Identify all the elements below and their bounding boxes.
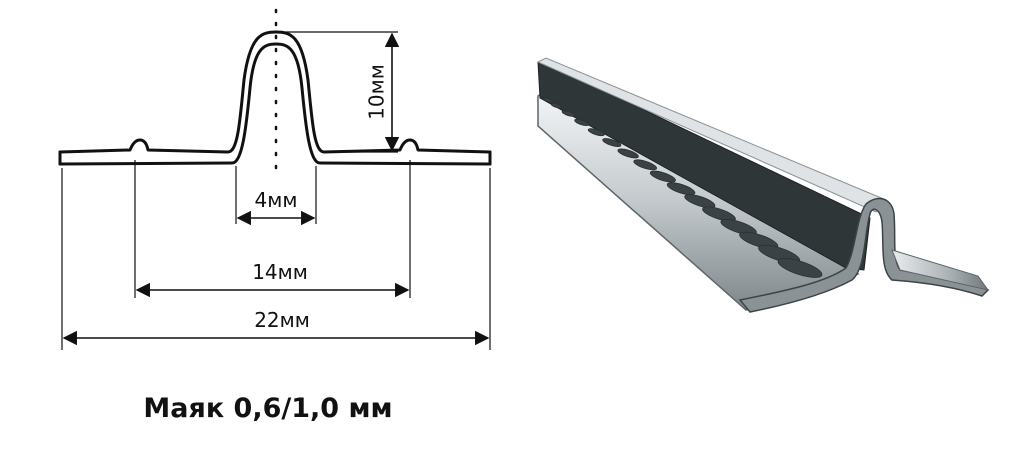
rib-spacing-label: 14мм [252, 260, 308, 284]
flange-slot [561, 110, 575, 117]
flange-slot [550, 102, 563, 109]
profile-outline-inner [58, 42, 492, 166]
product-3d-illustration [536, 57, 990, 313]
flange-slot [587, 128, 605, 137]
flange-slot [777, 258, 823, 278]
flange-slots [542, 97, 823, 278]
height-label: 10мм [365, 64, 389, 120]
ridge-front-end [738, 197, 990, 313]
flange-slot [702, 206, 736, 222]
flange-slot [542, 97, 554, 103]
total-width-label: 22мм [254, 308, 310, 332]
flange-slot [617, 148, 639, 159]
flange-slot [739, 231, 779, 250]
inner-width-label: 4мм [255, 188, 298, 212]
dimension-lines [62, 32, 490, 346]
flange-slot [602, 138, 622, 147]
product-caption: Маяк 0,6/1,0 мм [143, 393, 392, 424]
flange-slot [684, 194, 716, 209]
profile-cross-section [58, 30, 492, 166]
flange-slot [666, 182, 696, 196]
profile-outline-outer [58, 30, 492, 154]
flange-slot [649, 170, 676, 183]
flange-slot [574, 118, 590, 127]
extension-lines [61, 31, 491, 350]
right-flange [891, 249, 990, 291]
flange-slot [720, 219, 757, 236]
flange-slot [633, 159, 658, 171]
